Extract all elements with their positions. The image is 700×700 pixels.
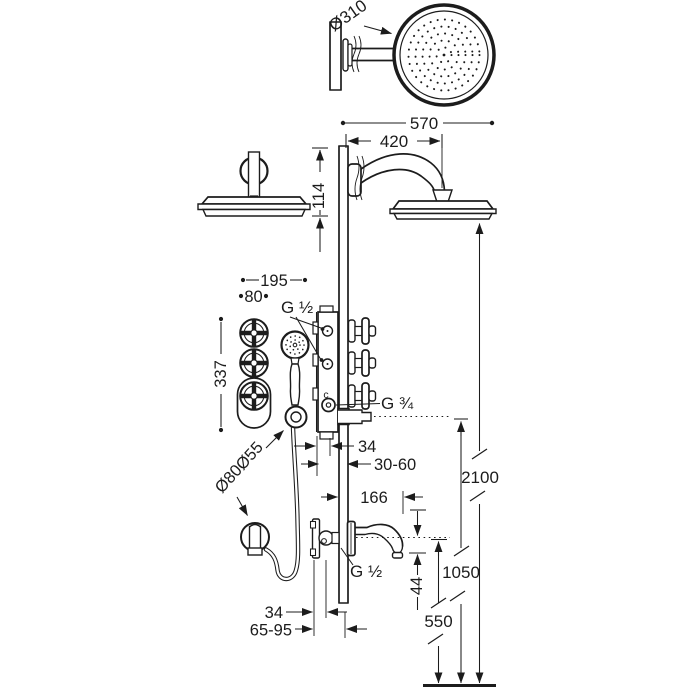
side-handle-1	[347, 317, 377, 345]
dim-plate-span: 195	[240, 272, 308, 290]
dim-reach-total: 570	[340, 114, 495, 133]
height-dimensions: 550 1050 2100	[374, 223, 499, 687]
dim-plate-height: 337	[212, 316, 230, 433]
shower-arm-side-view	[347, 153, 497, 220]
wall-section-top-view	[329, 21, 342, 91]
dim-height-outlet: 1050	[442, 421, 480, 684]
dim-65-95-label: 65-95	[250, 622, 292, 640]
cross-handle-3	[239, 381, 269, 411]
side-handle-3	[347, 382, 377, 410]
dim-height-spout: 550	[424, 541, 453, 684]
inlet-port-bottom	[321, 358, 334, 370]
mixer-front-view	[236, 318, 272, 429]
dim-114-label: 114	[310, 183, 328, 209]
dim-spout-drop: 44	[408, 509, 426, 610]
dim-arm-drop: 114	[310, 147, 328, 252]
outlet-port	[321, 397, 336, 413]
head-diameter-label: Ø310	[325, 0, 370, 35]
dim-195-label: 195	[260, 272, 288, 290]
dim-80-label: 80	[244, 288, 262, 306]
dim-420-label: 420	[380, 132, 408, 151]
mixer-side-view: c	[312, 305, 377, 440]
handshower-handle	[289, 363, 301, 406]
overhead-shower-front-view	[197, 151, 311, 217]
dim-34-mixer-label: 34	[358, 438, 376, 456]
dim-reach-arm: 420	[345, 132, 443, 188]
dim-44-label: 44	[408, 577, 426, 595]
overhead-shower-top-view: Ø310	[325, 0, 496, 107]
outlet-spigot	[338, 409, 372, 425]
diameter-leader-line	[363, 25, 392, 35]
dim-height-head: 2100	[461, 223, 499, 684]
spout-side-view: G ½	[309, 518, 450, 581]
dim-166-label: 166	[360, 489, 388, 507]
side-handle-2	[347, 349, 377, 377]
dim-spout-reach: 166	[321, 489, 423, 514]
dim-570-label: 570	[410, 114, 438, 133]
dim-mixer-recess: 34 30-60	[294, 436, 416, 476]
dim-spout-recess: 34 65-95	[250, 560, 367, 640]
dim-337-label: 337	[212, 360, 230, 388]
outlet-thread-label: G ¾	[381, 394, 414, 413]
inlet-thread-label: G ½	[281, 298, 313, 317]
cold-marking: c	[323, 389, 328, 401]
handshower-hook	[284, 405, 308, 429]
cross-handle-2	[239, 348, 269, 378]
dim-1050-label: 1050	[442, 563, 480, 582]
shower-head-side	[391, 200, 495, 210]
dim-34-spout-label: 34	[265, 604, 283, 622]
spout-escutcheon	[240, 522, 270, 552]
cross-handle-1	[239, 318, 269, 348]
spout-front-view: Ø80	[212, 461, 270, 556]
dim-550-label: 550	[424, 612, 452, 631]
dim-2100-label: 2100	[461, 468, 499, 487]
thread-labels-mixer: G ½ G ¾	[281, 298, 414, 413]
dim-30-60-label: 30-60	[374, 456, 416, 474]
inlet-port-top	[321, 325, 334, 337]
spout-body	[355, 523, 404, 547]
dim-handle-span: 80	[238, 288, 269, 306]
spout-thread-label: G ½	[350, 562, 382, 581]
